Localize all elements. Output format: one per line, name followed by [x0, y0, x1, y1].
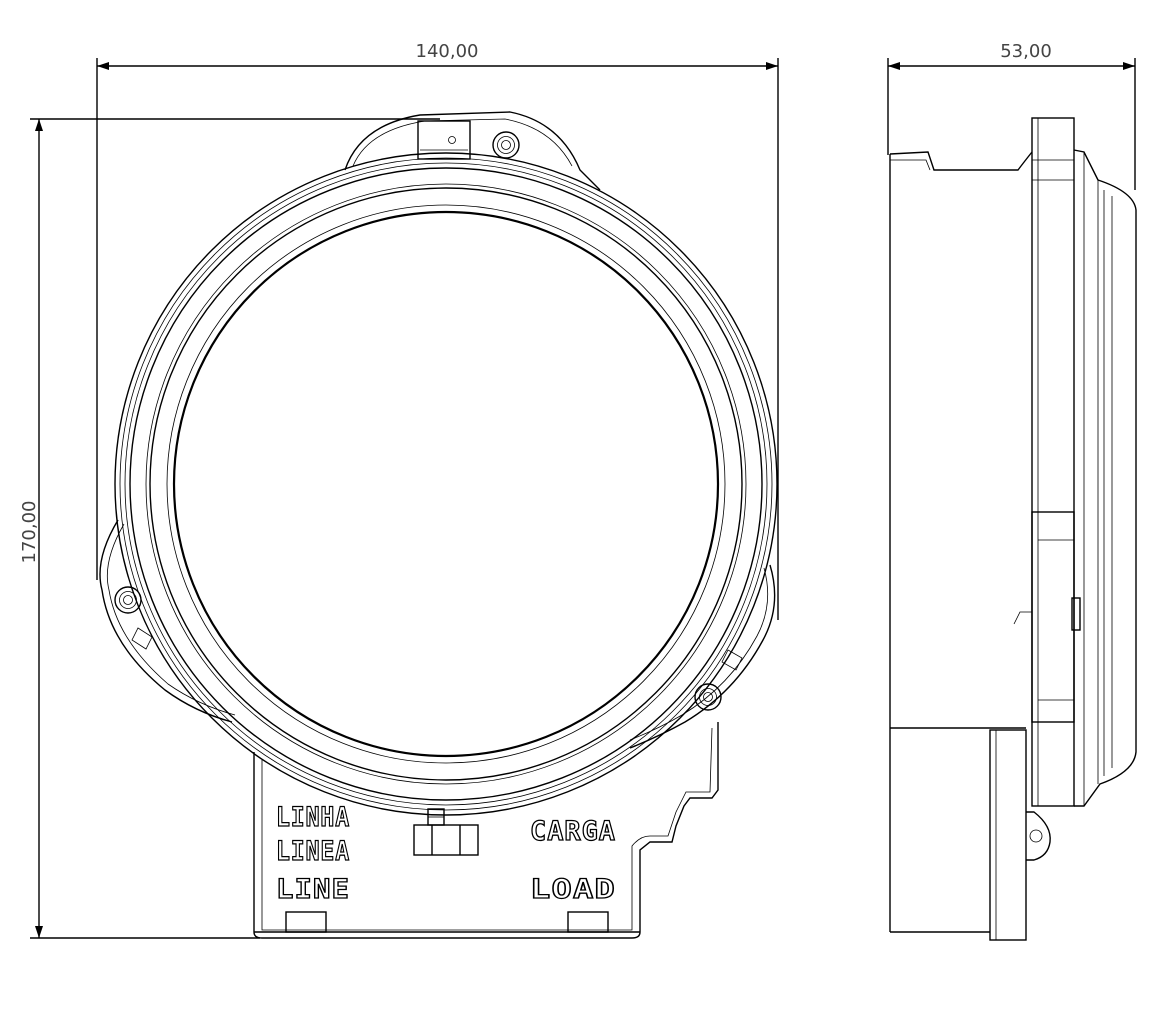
load-label-pt: CARGA: [530, 816, 616, 847]
width-dimension: 140,00: [96, 41, 779, 620]
line-label-pt: LINHA: [276, 802, 350, 833]
right-mounting-lug: [629, 564, 776, 749]
load-label-en: LOAD: [530, 874, 616, 905]
top-mounting-lug: [344, 111, 601, 191]
line-label-en: LINE: [276, 874, 350, 905]
width-dimension-label: 140,00: [416, 41, 479, 62]
terminal-base: LINHA LINEA LINE CARGA LOAD: [253, 722, 719, 939]
center-connector: [413, 808, 479, 856]
line-label-es: LINEA: [276, 836, 350, 867]
depth-dimension-label: 53,00: [1000, 41, 1052, 62]
left-mounting-lug: [99, 519, 236, 723]
height-dimension-label: 170,00: [19, 501, 40, 564]
bezel-rings: [114, 152, 778, 816]
front-view: LINHA LINEA LINE CARGA LOAD: [99, 111, 778, 939]
height-dimension: 170,00: [19, 118, 440, 939]
side-view: [889, 117, 1137, 941]
depth-dimension: 53,00: [887, 41, 1136, 190]
